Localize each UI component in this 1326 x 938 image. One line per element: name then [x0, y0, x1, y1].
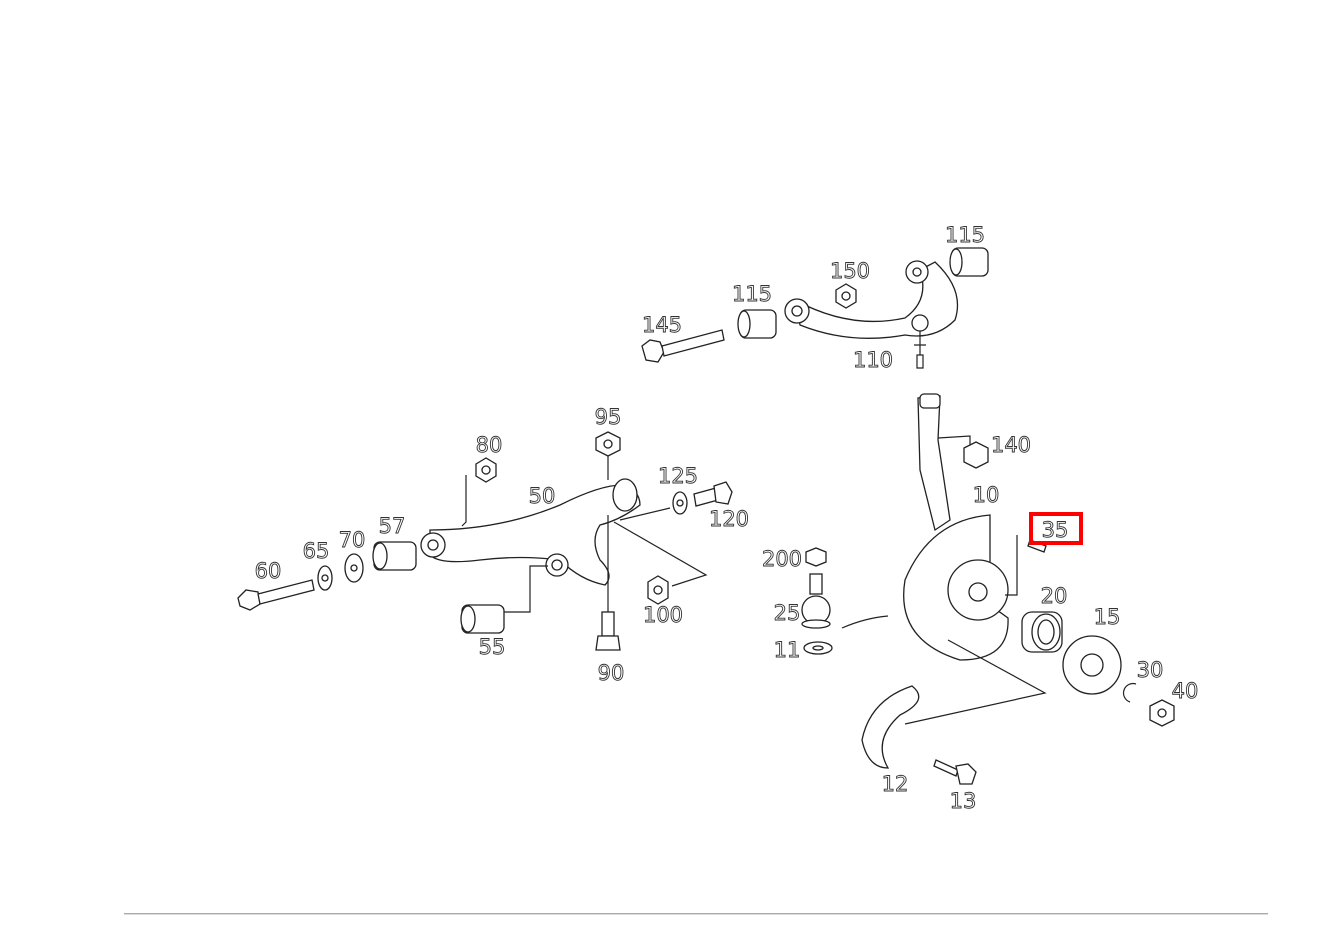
callout-10[interactable]: 10: [972, 483, 1000, 508]
bolt-90[interactable]: [595, 611, 621, 651]
callout-13[interactable]: 13: [949, 789, 977, 814]
callout-15[interactable]: 15: [1093, 605, 1121, 630]
callout-115[interactable]: 115: [945, 223, 986, 248]
callout-55[interactable]: 55: [478, 635, 506, 660]
callout-100[interactable]: 100: [643, 603, 684, 628]
callout-70[interactable]: 70: [338, 528, 366, 553]
callout-65[interactable]: 65: [302, 539, 330, 564]
nut-40[interactable]: [1149, 699, 1175, 727]
bushing-57[interactable]: [372, 541, 417, 571]
steering-knuckle[interactable]: [917, 393, 951, 532]
callout-12[interactable]: 12: [881, 772, 909, 797]
bushing-115-right[interactable]: [949, 247, 989, 277]
snap-ring-30[interactable]: [1122, 682, 1137, 703]
callout-140[interactable]: 140: [991, 433, 1032, 458]
nut-100[interactable]: [647, 575, 669, 605]
callout-40[interactable]: 40: [1171, 679, 1199, 704]
callout-200[interactable]: 200: [762, 547, 803, 572]
bushing-115-left[interactable]: [737, 309, 777, 339]
callout-30[interactable]: 30: [1136, 658, 1164, 683]
bolt-145[interactable]: [641, 329, 725, 363]
callout-145[interactable]: 145: [642, 313, 683, 338]
wheel-hub-15[interactable]: [1062, 635, 1122, 695]
bolt-120[interactable]: [693, 481, 733, 507]
callout-125[interactable]: 125: [658, 464, 699, 489]
nut-95[interactable]: [595, 431, 621, 457]
callout-57[interactable]: 57: [378, 514, 406, 539]
lower-control-arm[interactable]: [420, 478, 641, 586]
upper-control-arm[interactable]: [784, 260, 959, 369]
washer-65[interactable]: [317, 565, 333, 591]
callout-20[interactable]: 20: [1040, 584, 1068, 609]
brake-backing-plate-12[interactable]: [861, 685, 920, 769]
callout-150[interactable]: 150: [830, 259, 871, 284]
callout-120[interactable]: 120: [709, 507, 750, 532]
footer-divider: [124, 913, 1268, 915]
callout-35[interactable]: 35: [1041, 518, 1069, 543]
washer-11[interactable]: [803, 641, 833, 655]
bolt-60[interactable]: [237, 579, 315, 611]
highlight-box: [1029, 512, 1083, 545]
callout-80[interactable]: 80: [475, 433, 503, 458]
nut-150[interactable]: [835, 283, 857, 309]
callout-25[interactable]: 25: [773, 601, 801, 626]
nut-80[interactable]: [475, 457, 497, 483]
dust-shield-10[interactable]: [903, 514, 1009, 661]
bolt-13[interactable]: [933, 759, 977, 785]
washer-70[interactable]: [344, 553, 364, 583]
callout-110[interactable]: 110: [853, 348, 894, 373]
callout-60[interactable]: 60: [254, 559, 282, 584]
nut-200[interactable]: [805, 547, 827, 567]
bushing-55[interactable]: [460, 604, 505, 634]
callout-50[interactable]: 50: [528, 484, 556, 509]
callout-11[interactable]: 11: [773, 638, 801, 663]
wheel-bearing-20[interactable]: [1021, 611, 1063, 653]
washer-125[interactable]: [672, 491, 688, 515]
callout-115[interactable]: 115: [732, 282, 773, 307]
callout-90[interactable]: 90: [597, 661, 625, 686]
nut-140[interactable]: [963, 441, 989, 469]
ball-joint-25[interactable]: [801, 573, 831, 629]
callout-95[interactable]: 95: [594, 405, 622, 430]
